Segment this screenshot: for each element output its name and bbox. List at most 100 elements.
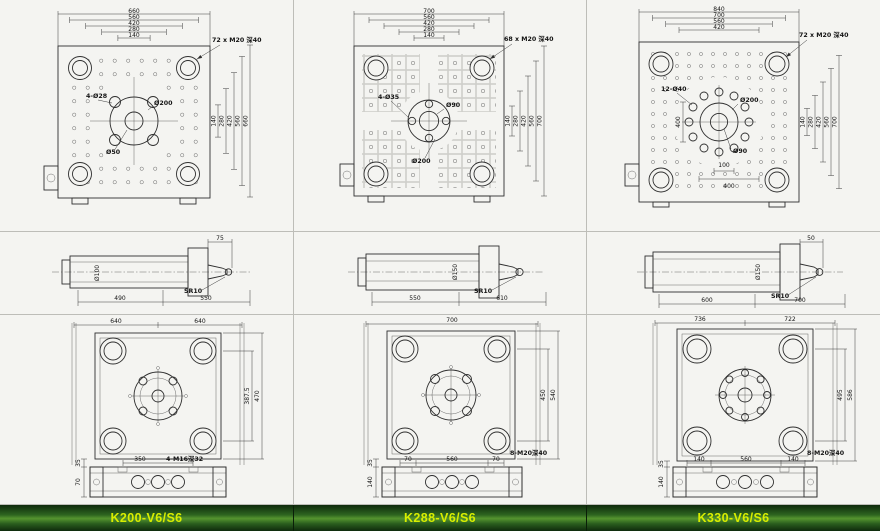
center-bore <box>391 83 467 159</box>
dim-label: 140 <box>800 116 807 128</box>
platen-body <box>94 332 222 460</box>
dim-label: 140 <box>423 32 435 39</box>
base-plate <box>381 466 523 498</box>
right-dimensions: 387.5 470 <box>223 332 264 460</box>
dim-label: 280 <box>219 115 226 127</box>
machine-body <box>348 245 544 299</box>
dim-label: 420 <box>128 20 140 27</box>
center-bore <box>682 85 756 159</box>
base-dimensions: 70 560 70 8-M20深40 35 140 <box>367 448 548 498</box>
front-views-row: 660 560 420 280 140 140 280 420 560 6 <box>0 0 880 232</box>
dim-label: 560 <box>740 456 752 463</box>
dim-label: 50 <box>807 235 815 242</box>
top-dimensions: 660 560 420 280 140 <box>57 8 211 46</box>
circle-callout: Ø200 <box>154 99 173 107</box>
dim-label: 490 <box>114 295 126 302</box>
dim-label: 700 <box>713 12 725 19</box>
panel-k288-side: Ø150 SR10 550 610 <box>294 232 587 314</box>
tie-bar-holes <box>363 55 495 187</box>
dim-label: 400 <box>723 183 735 190</box>
dim-label: 610 <box>496 295 508 302</box>
model-label-k288: K288-V6/S6 <box>294 505 587 531</box>
dim-label: 722 <box>784 316 796 323</box>
dim-label: 840 <box>713 6 725 13</box>
frame-rails <box>71 323 245 465</box>
dim-label: 100 <box>718 162 730 169</box>
k288-rear-drawing: 700 450 540 <box>363 317 560 498</box>
rear-views-row: 640 640 387.5 470 <box>0 315 880 505</box>
dim-label: 280 <box>513 115 520 127</box>
dim-label: 560 <box>423 14 435 21</box>
dim-label: 660 <box>243 115 250 127</box>
dimensions: 50 Ø150 SR10 600 700 <box>658 235 846 308</box>
k200-side-drawing: 75 Ø100 SR10 490 550 <box>52 235 252 306</box>
panel-k200-side: 75 Ø100 SR10 490 550 <box>0 232 294 314</box>
dim-label: 280 <box>808 116 815 128</box>
dim-label: 140 <box>693 456 705 463</box>
dim-label: 140 <box>211 115 218 127</box>
diameter-label: Ø150 <box>755 264 762 280</box>
k200-rear-drawing: 640 640 387.5 470 <box>71 318 264 498</box>
center-callout: Ø200 <box>412 157 431 165</box>
bolt-note: 72 x M20 深40 <box>212 35 262 44</box>
right-dimensions: 140 280 420 560 700 <box>800 55 842 189</box>
dim-label: 495 <box>837 389 844 401</box>
panel-k200-front: 660 560 420 280 140 140 280 420 560 6 <box>0 0 294 231</box>
hole-callout: 4-Ø35 <box>378 93 399 101</box>
dim-label: 280 <box>423 26 435 33</box>
panel-k330-side: 50 Ø150 SR10 600 700 <box>587 232 880 314</box>
base-dimensions: 140 560 140 8-M20深40 35 140 <box>658 448 845 498</box>
platen-outline <box>624 41 800 208</box>
dim-label: 70 <box>404 456 412 463</box>
dim-label: 736 <box>694 316 706 323</box>
machine-body <box>52 247 252 297</box>
frame-rails <box>363 323 541 465</box>
dim-label: 700 <box>446 317 458 324</box>
top-dimensions: 640 640 <box>73 318 243 328</box>
top-dimensions: 840 700 560 420 <box>638 6 800 42</box>
k330-rear-drawing: 736 722 495 586 <box>652 316 857 498</box>
right-dimensions: 495 586 <box>815 328 857 462</box>
dim-label: 140 <box>658 476 665 488</box>
dim-label: 560 <box>529 115 536 127</box>
circle-callout: Ø90 <box>446 101 461 109</box>
dim-label: 660 <box>128 8 140 15</box>
dim-label: 640 <box>194 318 206 325</box>
platen-outline <box>43 45 211 205</box>
dim-label: 420 <box>713 24 725 31</box>
k288-side-drawing: Ø150 SR10 550 610 <box>348 245 547 306</box>
panel-k288-front: 700 560 420 280 140 140 280 420 560 7 <box>294 0 587 231</box>
panel-k288-rear: 700 450 540 <box>294 315 587 504</box>
tip-label: SR10 <box>184 288 203 295</box>
dim-label: 140 <box>505 115 512 127</box>
dim-label: 600 <box>701 297 713 304</box>
dim-label: 35 <box>658 460 665 468</box>
tie-bar-holes <box>68 56 200 186</box>
frame-rails <box>652 323 838 465</box>
base-dimensions: 350 4-M16深32 35 70 <box>75 454 203 498</box>
dimensions: Ø150 SR10 550 610 <box>371 264 547 306</box>
center-callout: Ø90 <box>733 147 748 155</box>
callouts: 68 x M20 深40 4-Ø35 Ø90 Ø200 <box>378 34 554 165</box>
machine-body <box>637 243 843 301</box>
diameter-label: Ø100 <box>94 265 101 281</box>
dim-label: 700 <box>832 116 839 128</box>
dim-label: 387.5 <box>244 387 251 404</box>
model-label-text: K330-V6/S6 <box>697 511 770 525</box>
platen-body <box>386 330 516 460</box>
model-label-text: K200-V6/S6 <box>110 511 183 525</box>
hole-callout: 4-Ø28 <box>86 92 107 100</box>
top-dimensions: 700 <box>365 317 539 327</box>
dim-label: 75 <box>216 235 224 242</box>
callouts: 72 x M20 深40 4-Ø28 Ø200 Ø50 <box>86 35 262 156</box>
panel-k330-front: 840 700 560 420 140 280 420 560 700 <box>587 0 880 231</box>
dim-label: 560 <box>446 456 458 463</box>
dimensions: 75 Ø100 SR10 490 550 <box>77 235 251 306</box>
dim-label: 560 <box>713 18 725 25</box>
right-dimensions: 450 540 <box>517 330 560 460</box>
dim-label: 400 <box>675 116 682 128</box>
dim-label: 550 <box>200 295 212 302</box>
dim-label: 140 <box>787 456 799 463</box>
center-bore <box>90 77 178 165</box>
